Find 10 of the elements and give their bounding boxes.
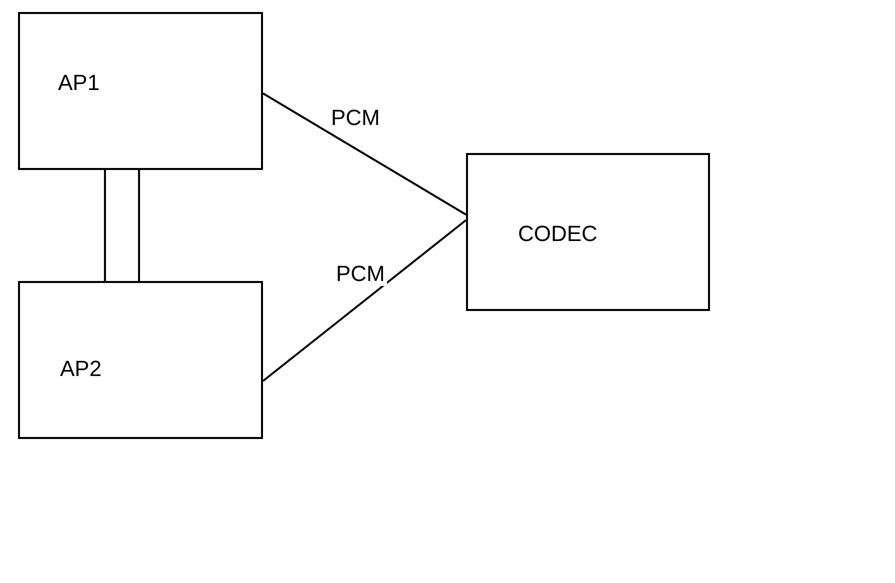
box-label: AP1 (58, 72, 100, 94)
connector-line (262, 92, 467, 216)
process-box (18, 281, 263, 439)
connector-line (138, 170, 140, 281)
box-label: AP2 (60, 358, 102, 380)
connector-line (104, 170, 106, 281)
connector-line (262, 219, 467, 382)
box-label: CODEC (518, 223, 598, 245)
process-box (466, 153, 710, 311)
process-box (18, 12, 263, 170)
